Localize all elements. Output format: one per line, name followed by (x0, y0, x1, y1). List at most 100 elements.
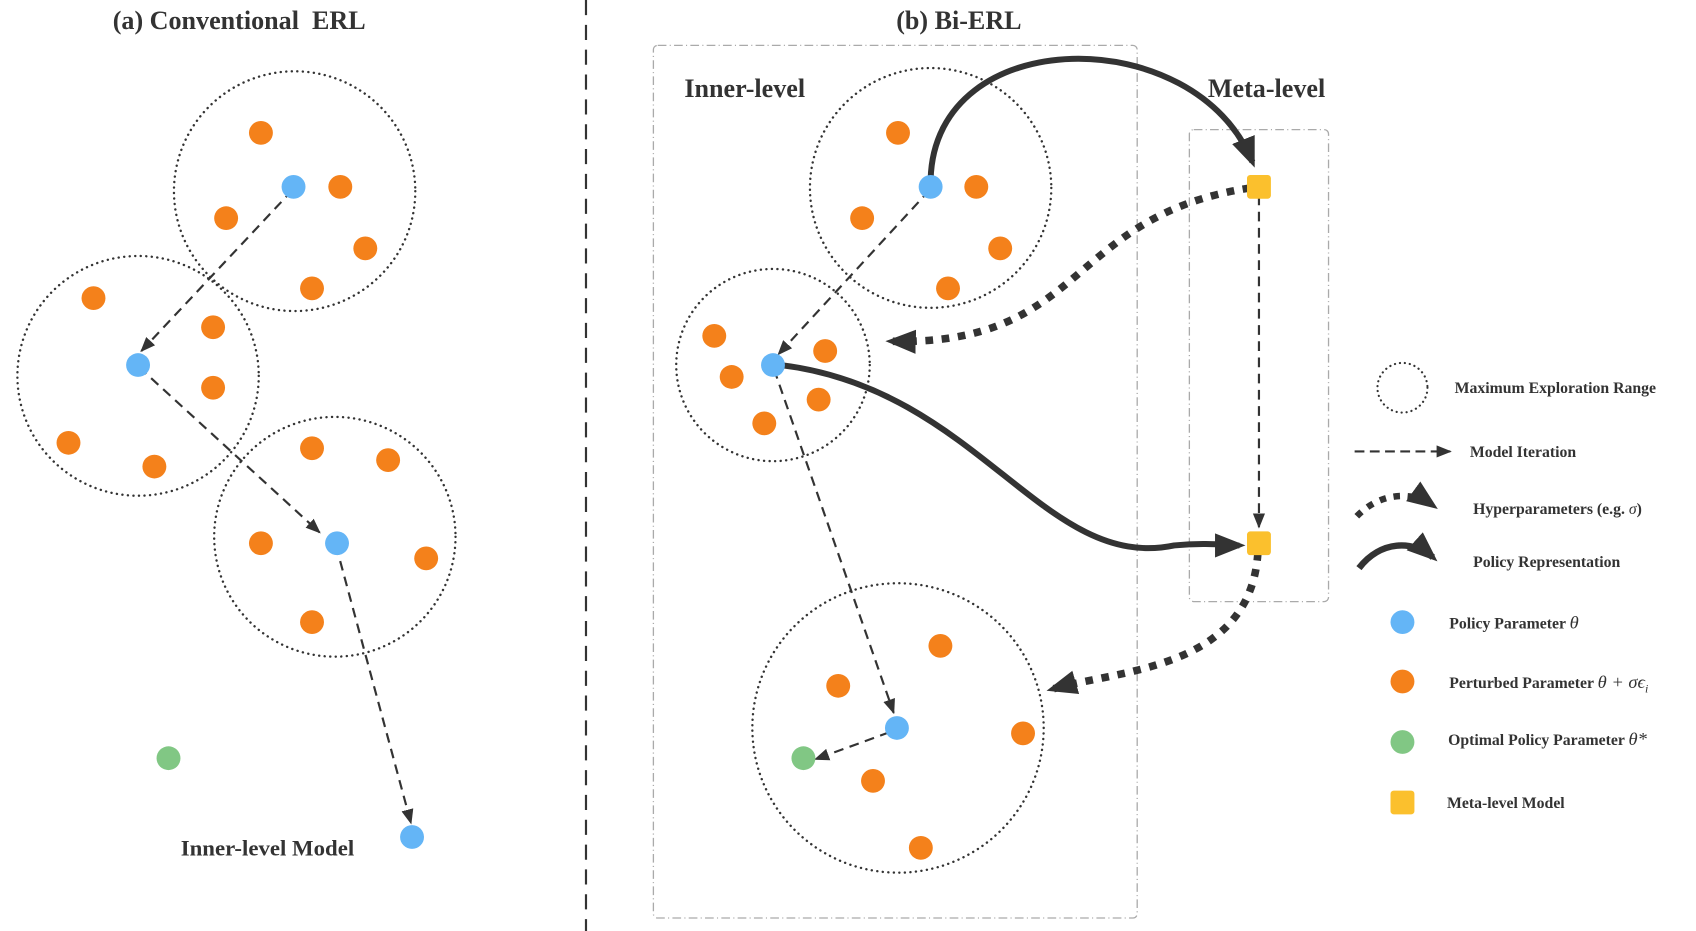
exploration-range-b1 (808, 66, 1053, 310)
legend-item-perturbed-parameter: Perturbed Parameter θ + σϵi (1390, 669, 1648, 695)
meta-level-frame (1188, 128, 1330, 603)
legend-label: Perturbed Parameter θ + σϵi (1449, 672, 1648, 695)
perturbed-parameter-point (850, 206, 875, 231)
panel-a-caption: Inner-level Model (181, 835, 354, 860)
yellow-square-icon (1390, 790, 1415, 815)
perturbed-parameter-point (201, 375, 226, 400)
panel-b-title: (b) Bi-ERL (896, 6, 1021, 35)
perturbed-parameter-point (248, 531, 273, 556)
legend-math: σ (1629, 501, 1638, 518)
panel-a-title: (a) Conventional ERL (113, 6, 366, 35)
optimal-parameter-point (791, 746, 816, 771)
perturbed-parameter-point (813, 339, 838, 363)
perturbed-parameter-point (908, 835, 933, 860)
optimal-parameter-point (156, 746, 181, 771)
panel-b-ranges (675, 66, 1053, 874)
perturbed-parameter-point (826, 673, 851, 698)
perturbed-parameter-point (752, 411, 777, 436)
iteration-arrow (813, 731, 890, 761)
legend-suffix: ) (1637, 501, 1642, 518)
blue-dot-icon (1390, 610, 1415, 634)
panel-b-points (702, 120, 1035, 860)
iteration-arrow (140, 189, 294, 353)
meta-level-label: Meta-level (1208, 74, 1325, 103)
perturbed-parameter-point (806, 387, 831, 412)
legend-item-exploration-range: Maximum Exploration Range (1376, 361, 1656, 414)
iteration-arrow (138, 366, 321, 534)
perturbed-parameter-point (702, 324, 727, 348)
legend-label: Meta-level Model (1447, 795, 1565, 812)
legend-subscript: i (1645, 681, 1648, 695)
perturbed-parameter-point (886, 120, 910, 145)
legend-math: θ + σϵ (1598, 672, 1646, 692)
orange-dot-icon (1390, 669, 1415, 694)
legend-label: Model Iteration (1470, 444, 1577, 461)
legend-item-meta-level-model: Meta-level Model (1390, 790, 1565, 815)
perturbed-parameter-point (1011, 721, 1035, 746)
iteration-arrow (777, 189, 931, 356)
perturbed-parameter-point (376, 448, 401, 472)
policy-parameter-point (761, 353, 785, 377)
hyperparameter-arrows (885, 184, 1262, 694)
legend-label: Maximum Exploration Range (1455, 380, 1656, 397)
legend-label-text: Optimal Policy Parameter (1448, 732, 1628, 749)
legend-label: Policy Parameter θ (1449, 613, 1579, 633)
solid-curved-arrow-icon (1356, 532, 1438, 571)
perturbed-parameter-point (719, 365, 744, 389)
panel-a-iterations (138, 189, 414, 825)
legend-item-model-iteration: Model Iteration (1354, 444, 1577, 461)
exploration-range-b3 (751, 582, 1045, 874)
perturbed-parameter-point (300, 610, 324, 634)
legend-label-text: Perturbed Parameter (1449, 675, 1597, 692)
perturbed-parameter-point (988, 236, 1013, 261)
legend-label: Optimal Policy Parameter θ* (1448, 729, 1648, 749)
iteration-arrow (334, 545, 414, 825)
policy-parameter-point (281, 174, 306, 199)
legend-item-policy-representation: Policy Representation (1356, 532, 1621, 571)
legend-label-text: Policy Parameter (1449, 616, 1569, 633)
policy-representation-arrow (927, 55, 1256, 180)
policy-parameter-point (325, 531, 349, 556)
perturbed-parameter-point (56, 430, 81, 455)
legend-label: Hyperparameters (e.g. σ) (1473, 501, 1642, 518)
perturbed-parameter-point (936, 276, 960, 301)
perturbed-parameter-point (964, 174, 989, 199)
meta-level-model (1246, 531, 1271, 556)
perturbed-parameter-point (201, 315, 226, 340)
legend-math: θ (1570, 613, 1579, 633)
green-dot-icon (1390, 730, 1415, 754)
perturbed-parameter-point (328, 174, 353, 199)
dotted-thick-arrow-icon (1354, 481, 1438, 519)
perturbed-parameter-point (414, 546, 439, 571)
panel-a-ranges (16, 70, 457, 658)
panel-b-iterations (773, 189, 1266, 761)
legend-item-hyperparameters: Hyperparameters (e.g. σ) (1354, 481, 1642, 519)
legend-math: θ* (1629, 729, 1648, 749)
perturbed-parameter-point (928, 633, 953, 658)
policy-parameter-point (126, 353, 151, 377)
exploration-range-a2 (16, 254, 260, 497)
legend: Maximum Exploration Range Model Iteratio… (1354, 361, 1656, 815)
legend-label-text: Hyperparameters (e.g. (1473, 501, 1629, 518)
dotted-circle-icon (1376, 361, 1429, 414)
policy-representation-arrows (780, 55, 1256, 558)
legend-item-policy-parameter: Policy Parameter θ (1390, 610, 1579, 634)
policy-parameter-point (884, 716, 909, 740)
perturbed-parameter-point (300, 276, 324, 301)
policy-parameter-point (400, 825, 424, 849)
legend-item-optimal-parameter: Optimal Policy Parameter θ* (1390, 729, 1648, 754)
perturbed-parameter-point (142, 454, 167, 479)
perturbed-parameter-point (861, 768, 885, 793)
exploration-range-a1 (172, 70, 417, 313)
perturbed-parameter-point (300, 436, 324, 461)
policy-parameter-point (918, 174, 943, 199)
perturbed-parameter-point (353, 236, 378, 261)
inner-level-label: Inner-level (684, 74, 805, 103)
iteration-arrow (773, 369, 895, 715)
perturbed-parameter-point (81, 286, 106, 310)
perturbed-parameter-point (248, 120, 273, 145)
panel-a-points (56, 120, 439, 849)
exploration-range-b2 (675, 267, 871, 463)
perturbed-parameter-point (214, 206, 239, 231)
